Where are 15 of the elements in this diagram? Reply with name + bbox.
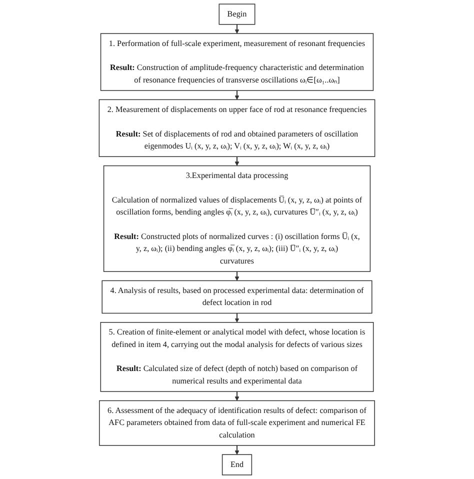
arrow [234,90,240,100]
arrow [234,272,240,281]
node-box: 1. Performation of full-scale experiment, measurement of resonant frequencies Result: Construction of amplitude-frequency characteristic and determination of resonance frequencies of transverse oscillations ωᵢ∈[ω₁..ωₙ] [100,33,374,91]
arrow [234,24,240,34]
arrow [234,313,240,323]
node-box: 6. Assessment of the adequacy of identification results of defect: comparison of AFC parameters obtained from data of full-scale experiment and numerical FE calculation [99,400,375,446]
node-box: End [222,454,252,476]
node-box: 3.Experimental data processing Calculation of normalized values of displacements U̅ᵢ (x, y, z, ωᵢ) at points of oscillation forms, bending angles φ̅ᵢ (x, y, z, ωᵢ), curvatures U̅″ᵢ (x, y, z, ωᵢ) Result: Constructed plots of normalized curves : (i) oscillation forms U̅ᵢ (x, y, z, ωᵢ); (ii) bending angles φ̅ᵢ (x, y, z, ωᵢ); (iii) U̅″ᵢ (x, y, z, ωᵢ) curvatures [103,165,371,272]
arrow [234,392,240,401]
node-box: 5. Creation of finite-element or analytical model with defect, whose location is defined in item 4, carrying out the modal analysis for defects of various sizes Result: Calculated size of defect (depth of notch) based on comparison of numerical results and experimental data [100,322,374,392]
arrow [234,445,240,455]
node-box: Begin [218,4,256,25]
arrow [234,156,240,166]
node-box: 2. Measurement of displacements on upper face of rod at resonance frequencies Result: Set of displacements of rod and obtained parameters of oscillation eigenmodes Uᵢ (x, y, z, ωᵢ); Vᵢ (x, y, z, ωᵢ); Wᵢ (x, y, z, ωᵢ) [98,99,376,157]
node-box: 4. Analysis of results, based on processed experimental data: determination of defect location in rod [102,280,372,314]
